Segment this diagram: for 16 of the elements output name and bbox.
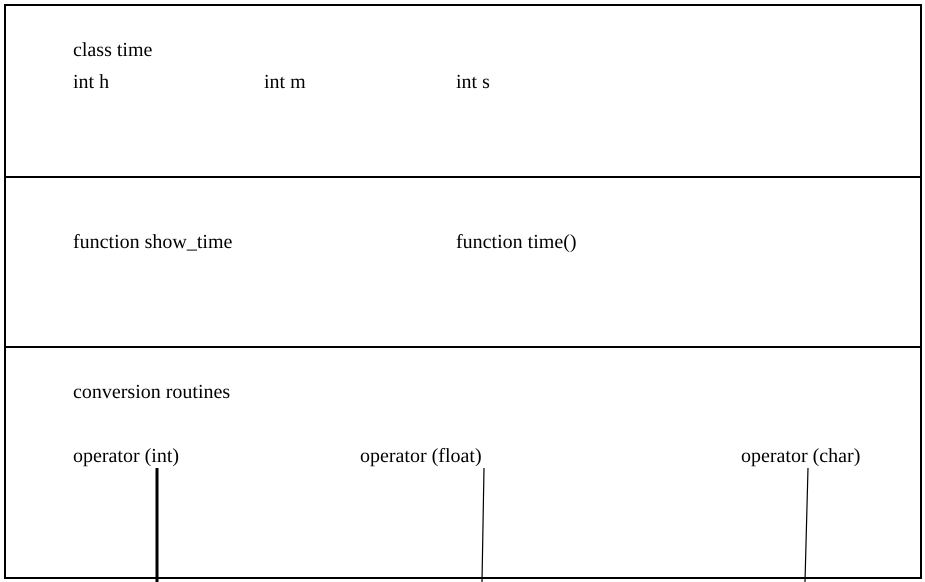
member-text: int h bbox=[73, 70, 110, 94]
class-name: class time bbox=[73, 38, 152, 62]
class-section-box bbox=[4, 346, 922, 579]
member-text: int s bbox=[456, 70, 490, 94]
member-text: int m bbox=[264, 70, 306, 94]
class-section-box bbox=[4, 4, 922, 178]
class-section-box bbox=[4, 176, 922, 348]
operator-text: operator (char) bbox=[741, 444, 860, 468]
connector-line bbox=[804, 468, 809, 582]
member-text: conversion routines bbox=[73, 380, 230, 404]
member-text: function show_time bbox=[73, 230, 232, 254]
connector-line bbox=[156, 468, 158, 582]
member-text: function time() bbox=[456, 230, 577, 254]
operator-text: operator (float) bbox=[360, 444, 482, 468]
operator-text: operator (int) bbox=[73, 444, 180, 468]
connector-line bbox=[481, 468, 485, 582]
